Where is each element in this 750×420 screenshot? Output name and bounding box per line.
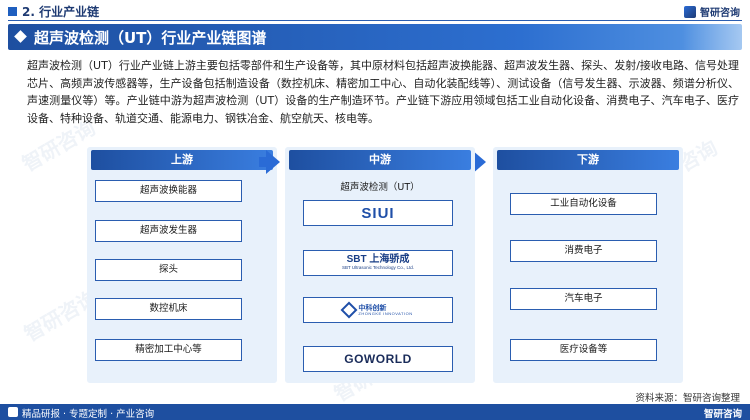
- section-title-text: 2. 行业产业链: [22, 5, 100, 19]
- company-logo-siui: SIUI: [303, 200, 453, 226]
- brand-logo-icon: [684, 5, 696, 18]
- top-bar: 2. 行业产业链 智研咨询: [0, 0, 750, 22]
- footer-logo-text: 智研咨询: [703, 409, 742, 420]
- zhongke-logo-subtext: ZHONGKE INNOVATION: [358, 310, 413, 316]
- brand-logo: 智研咨询: [684, 4, 740, 19]
- upstream-header: 上游: [91, 150, 273, 170]
- flow-arrow-stem: [259, 157, 267, 167]
- sbt-logo: SBT 上海骄成 SBT Ultrasonic Technology Co., …: [342, 255, 414, 271]
- downstream-item: 汽车电子: [510, 288, 657, 310]
- company-logo-zhongke: 中科创新 ZHONGKE INNOVATION: [303, 297, 453, 323]
- page-title: 超声波检测（UT）行业产业链图谱: [34, 29, 267, 47]
- downstream-header: 下游: [497, 150, 679, 170]
- sbt-logo-text: SBT 上海骄成: [346, 254, 410, 266]
- midstream-panel: 中游 超声波检测（UT） SIUI SBT 上海骄成 SBT Ultrasoni…: [285, 147, 475, 383]
- divider: [8, 20, 742, 21]
- square-icon: [8, 7, 17, 16]
- company-logo-goworld: GOWORLD: [303, 346, 453, 372]
- description-paragraph: 超声波检测（UT）行业产业链上游主要包括零部件和生产设备等，其中原材料包括超声波…: [27, 59, 739, 125]
- zhongke-logo: 中科创新 ZHONGKE INNOVATION: [340, 301, 413, 319]
- source-note: 资料来源：智研咨询整理: [635, 393, 740, 404]
- flow-arrow-icon: [266, 150, 280, 174]
- midstream-header: 中游: [289, 150, 471, 170]
- brand-logo-text: 智研咨询: [700, 8, 740, 19]
- upstream-panel: 上游 超声波换能器 超声波发生器 探头 数控机床 精密加工中心等: [87, 147, 277, 383]
- upstream-item: 探头: [95, 259, 242, 281]
- diamond-icon: [14, 30, 27, 43]
- section-title: 2. 行业产业链: [8, 3, 99, 20]
- sbt-logo-subtext: SBT Ultrasonic Technology Co., Ltd.: [341, 265, 415, 271]
- company-logo-sbt: SBT 上海骄成 SBT Ultrasonic Technology Co., …: [303, 250, 453, 276]
- book-icon: [8, 407, 18, 417]
- downstream-item: 工业自动化设备: [510, 193, 657, 215]
- midstream-label: 超声波检测（UT）: [340, 182, 420, 193]
- footer-tagline: 精品研报 · 专题定制 · 产业咨询: [22, 409, 155, 420]
- title-banner: 超声波检测（UT）行业产业链图谱: [8, 24, 742, 50]
- upstream-item: 数控机床: [95, 298, 242, 320]
- siui-logo-text: SIUI: [361, 204, 395, 222]
- upstream-item: 超声波发生器: [95, 220, 242, 242]
- upstream-item: 精密加工中心等: [95, 339, 242, 361]
- zhongke-logo-text: 中科创新: [358, 303, 387, 312]
- goworld-logo-text: GOWORLD: [344, 352, 412, 366]
- downstream-panel: 下游 工业自动化设备 消费电子 汽车电子 医疗设备等: [493, 147, 683, 383]
- banner-ribbon: [682, 24, 742, 50]
- footer-bar: 精品研报 · 专题定制 · 产业咨询 智研咨询: [0, 404, 750, 420]
- flow-arrow-icon: [472, 150, 486, 174]
- zhongke-mark-icon: [340, 301, 358, 319]
- downstream-item: 消费电子: [510, 240, 657, 262]
- upstream-item: 超声波换能器: [95, 180, 242, 202]
- downstream-item: 医疗设备等: [510, 339, 657, 361]
